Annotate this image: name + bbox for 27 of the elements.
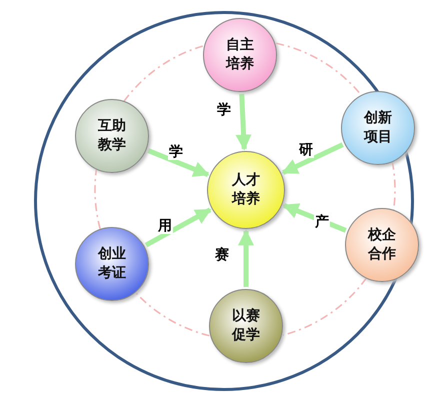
edge-label: 研 xyxy=(298,142,314,158)
arrow xyxy=(236,94,252,151)
node-label: 校企合作 xyxy=(366,226,397,264)
edge-label: 赛 xyxy=(214,247,230,263)
arrow xyxy=(238,229,254,287)
arrow xyxy=(144,208,212,248)
circle-node xyxy=(341,91,415,165)
node-label: 创新项目 xyxy=(362,109,393,147)
dash-dot-arc xyxy=(135,292,210,336)
arrow xyxy=(282,203,347,233)
dash-dot-arc xyxy=(94,169,101,229)
dash-dot-arc xyxy=(123,45,204,102)
node-label: 创业考证 xyxy=(96,245,127,283)
node-label: 自主培养 xyxy=(224,36,255,74)
circle-node xyxy=(207,151,285,229)
edge-label: 学 xyxy=(168,144,184,160)
circle-node xyxy=(203,18,277,92)
circle-node xyxy=(345,208,419,282)
edge-label: 产 xyxy=(314,214,330,230)
arrow xyxy=(147,148,210,178)
node-label: 以赛促学 xyxy=(230,307,261,345)
edge-label: 用 xyxy=(157,218,173,234)
dash-dot-arc xyxy=(282,278,367,336)
node-label: 人才培养 xyxy=(230,171,261,209)
arrow xyxy=(282,142,344,175)
node-label: 互助教学 xyxy=(96,117,127,155)
edge-label: 学 xyxy=(216,102,232,118)
